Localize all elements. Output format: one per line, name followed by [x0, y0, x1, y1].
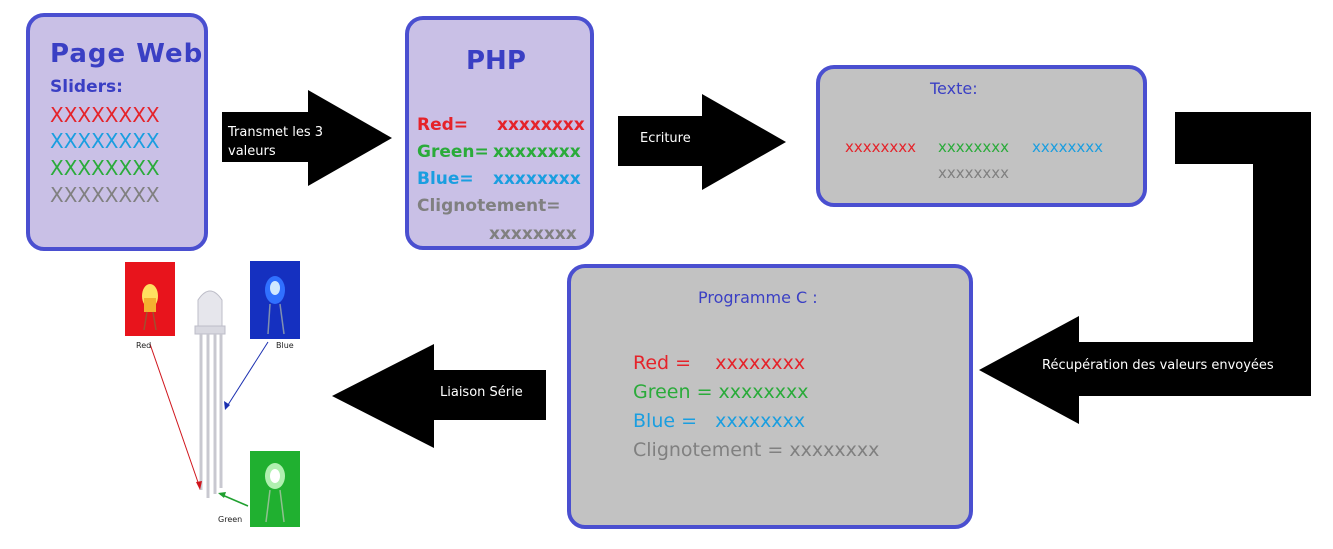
php-blink-label: Clignotement=	[417, 196, 561, 216]
text-file-green-value: xxxxxxxx	[938, 138, 1010, 156]
led-green-label: Green	[218, 515, 243, 524]
c-program-blue-line: Blue = xxxxxxxx	[633, 410, 806, 432]
c-program-box: Programme C : Red = xxxxxxxx Green = xxx…	[567, 264, 973, 529]
text-file-title: Texte:	[930, 79, 978, 98]
webpage-green-value: XXXXXXXX	[50, 156, 160, 180]
rgb-led-illustration	[125, 261, 300, 527]
green-pin-pointer	[219, 493, 249, 507]
blue-pin-pointer	[225, 341, 269, 409]
text-file-box: Texte: xxxxxxxx xxxxxxxx xxxxxxxx xxxxxx…	[816, 65, 1147, 207]
webpage-title: Page Web	[50, 39, 204, 69]
php-box: PHP Red= xxxxxxxx Green= xxxxxxxx Blue= …	[405, 16, 594, 250]
php-title: PHP	[466, 46, 526, 76]
c-program-green-line: Green = xxxxxxxx	[633, 381, 809, 403]
php-blue-label: Blue=	[417, 169, 474, 189]
arrow-transmit	[222, 90, 392, 186]
text-file-blue-value: xxxxxxxx	[1032, 138, 1104, 156]
rgb-led-body	[197, 290, 223, 329]
php-green-label: Green=	[417, 142, 489, 162]
arrow-retrieve-label: Récupération des valeurs envoyées	[1042, 358, 1274, 373]
arrow-serial	[332, 344, 546, 448]
text-file-red-value: xxxxxxxx	[845, 138, 917, 156]
c-program-title: Programme C :	[698, 288, 818, 307]
webpage-box: Page Web Sliders: XXXXXXXX XXXXXXXX XXXX…	[26, 13, 208, 251]
php-blue-value: xxxxxxxx	[493, 169, 581, 189]
arrow-write	[618, 94, 786, 190]
arrow-transmit-label-2: valeurs	[228, 144, 276, 159]
php-red-label: Red=	[417, 115, 469, 135]
c-program-red-line: Red = xxxxxxxx	[633, 352, 806, 374]
webpage-gray-value: XXXXXXXX	[50, 183, 160, 207]
arrow-retrieve	[979, 112, 1311, 424]
php-blink-value: xxxxxxxx	[489, 224, 577, 244]
c-program-blink-line: Clignotement = xxxxxxxx	[633, 439, 880, 461]
arrow-write-label: Ecriture	[640, 131, 691, 146]
webpage-red-value: XXXXXXXX	[50, 103, 160, 127]
led-blue-label: Blue	[276, 341, 294, 350]
arrow-transmit-label-1: Transmet les 3	[228, 125, 324, 140]
webpage-blue-value: XXXXXXXX	[50, 129, 160, 153]
red-pin-pointer	[149, 343, 201, 489]
php-red-value: xxxxxxxx	[497, 115, 585, 135]
webpage-subtitle: Sliders:	[50, 77, 123, 97]
text-file-blink-value: xxxxxxxx	[938, 164, 1010, 182]
arrow-serial-label: Liaison Série	[440, 385, 523, 400]
led-red-label: Red	[136, 341, 152, 350]
php-green-value: xxxxxxxx	[493, 142, 581, 162]
